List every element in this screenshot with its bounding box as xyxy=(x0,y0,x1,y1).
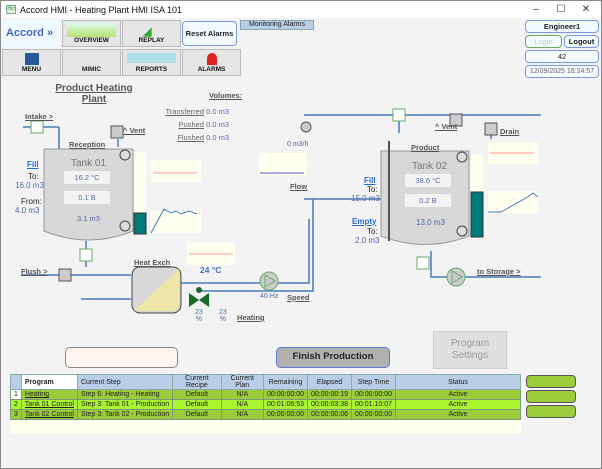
heat-exch-temp: 24 °C xyxy=(200,265,222,275)
speed-label: Speed xyxy=(287,293,310,302)
tank1-pressure: 0.1 B xyxy=(64,191,110,204)
col-elapsed: Elapsed xyxy=(307,374,352,390)
tank2-level-trend xyxy=(488,191,538,213)
tank2-outlet-valve xyxy=(416,256,430,270)
tank2-fill-link[interactable]: Fill xyxy=(364,176,376,185)
finish-production-button[interactable]: Finish Production xyxy=(276,347,390,368)
volumes-title: Volumes: xyxy=(209,91,243,100)
datetime-display: 12/09/2025 16:24:57 xyxy=(525,65,599,78)
heating-valve-icon xyxy=(189,293,209,307)
reset-alarms-button[interactable]: Reset Alarms xyxy=(182,21,237,46)
reports-button[interactable]: REPORTS xyxy=(122,49,181,76)
program-3-button[interactable] xyxy=(526,405,576,418)
flush-valve xyxy=(58,268,72,282)
heating-label: Heating xyxy=(237,313,265,322)
tank2-temp: 38.6 °C xyxy=(405,174,451,187)
tank1-outlet-valve xyxy=(79,248,93,262)
tank2-pressure: 0.2 B xyxy=(405,194,451,207)
tank1-from-value: 4.0 m3 xyxy=(15,206,40,215)
flow-label: Flow xyxy=(290,182,308,191)
flow-trend xyxy=(259,153,307,175)
app-icon: Hci xyxy=(6,5,16,14)
flow-value: 0 m3/h xyxy=(287,141,309,148)
tank1-temp-trend xyxy=(151,160,201,182)
login-button[interactable]: Login xyxy=(525,35,562,48)
drain-valve xyxy=(484,122,498,136)
product-label: Product xyxy=(411,143,440,152)
col-current-step: Current Step xyxy=(76,374,174,390)
col-step-time: Step Time xyxy=(351,374,396,390)
program-2-button[interactable] xyxy=(526,390,576,403)
col-remaining: Remaining xyxy=(263,374,309,390)
flush-link[interactable]: Flush > xyxy=(21,267,48,276)
window-title: Accord HMI - Heating Plant HMI ISA 101 xyxy=(20,4,183,15)
volumes-list: Transferred 0.0 m3 Pushed 0.0 m3 Flushed… xyxy=(165,107,230,142)
col-program: Program xyxy=(20,374,78,390)
title-bar: Hci Accord HMI - Heating Plant HMI ISA 1… xyxy=(1,1,601,18)
tank1-name: Tank 01 xyxy=(71,158,107,169)
counter-display: 42 xyxy=(525,50,599,63)
tank2-to2-value: 2.0 m3 xyxy=(355,236,380,245)
logout-button[interactable]: Logout xyxy=(564,35,599,48)
speed-value: 40 Hz xyxy=(260,293,279,300)
process-graphic xyxy=(21,108,541,314)
vent2-link[interactable]: ^ Vent xyxy=(435,122,458,131)
tank1-to-label: To: xyxy=(28,172,39,181)
product-valve xyxy=(392,108,406,122)
message-box xyxy=(65,347,178,368)
replay-icon: ◢ xyxy=(143,26,152,38)
valve-pct-1: 23% xyxy=(195,309,203,323)
intake-link[interactable]: Intake > xyxy=(25,112,54,121)
tank2-volume: 13.0 m3 xyxy=(416,218,445,227)
menu-button[interactable]: MENU xyxy=(2,49,61,76)
tank2-to2-label: To: xyxy=(367,227,378,236)
program-1-button[interactable] xyxy=(526,375,576,388)
flow-sensor xyxy=(300,121,312,133)
mimic-button[interactable]: MIMIC xyxy=(62,49,121,76)
tank1-level-trend xyxy=(151,211,201,233)
alarms-button[interactable]: ALARMS xyxy=(182,49,241,76)
replay-button[interactable]: ◢REPLAY xyxy=(122,20,181,47)
col-plan: Current Plan xyxy=(220,374,265,390)
tank1-fill-link[interactable]: Fill xyxy=(27,160,39,169)
monitoring-alarms-tab[interactable]: Monitoring Alarms xyxy=(240,20,314,30)
col-status: Status xyxy=(395,374,521,390)
minimize-icon[interactable]: – xyxy=(533,4,539,15)
col-recipe: Current Recipe xyxy=(172,374,222,390)
accord-logo: Accord » xyxy=(2,20,60,48)
intake-valve xyxy=(30,120,44,134)
tank2-empty-link[interactable]: Empty xyxy=(352,217,377,226)
tank1-from-label: From: xyxy=(21,197,42,206)
valve-pct-2: 23% xyxy=(219,309,227,323)
tank1-temp: 16.2 °C xyxy=(64,171,110,184)
tank2-to-label: To: xyxy=(367,185,378,194)
vent2-valve xyxy=(449,113,463,127)
user-name: Engineer1 xyxy=(525,20,599,33)
tank2-name: Tank 02 xyxy=(412,161,448,172)
to-storage-link[interactable]: to Storage > xyxy=(477,267,521,276)
reception-label: Reception xyxy=(69,140,106,149)
tank1-volume: 3.1 m3 xyxy=(77,214,100,223)
alarm-light-icon xyxy=(207,53,217,65)
heat-exch-label: Heat Exch xyxy=(134,258,171,267)
tank1-to-value: 16.0 m3 xyxy=(15,181,44,190)
drain-link[interactable]: Drain xyxy=(500,127,520,136)
maximize-icon[interactable]: ☐ xyxy=(556,4,566,15)
tank2-to-value: 15.0 m3 xyxy=(351,194,380,203)
folder-icon xyxy=(25,53,39,65)
overview-button[interactable]: OVERVIEW xyxy=(62,20,121,47)
vent1-link[interactable]: ^ Vent xyxy=(123,126,146,135)
vent1-valve xyxy=(110,125,124,139)
close-icon[interactable]: ✕ xyxy=(581,4,591,15)
